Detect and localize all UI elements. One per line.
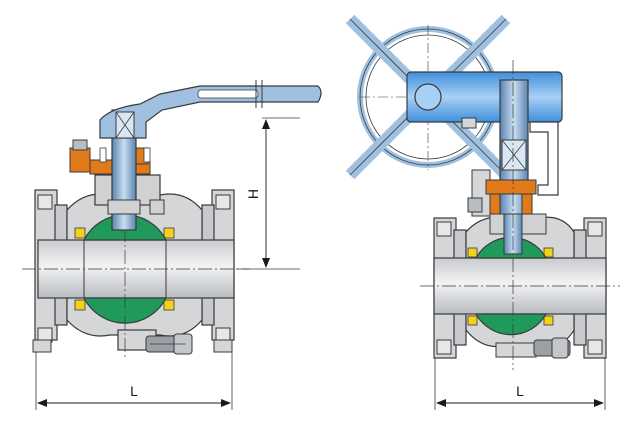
left-valve-seat xyxy=(74,227,86,239)
left-height-dimension: H xyxy=(236,117,300,270)
right-valve: L xyxy=(345,14,620,410)
right-length-dimension: L xyxy=(434,358,606,410)
left-valve-gland xyxy=(69,139,151,175)
left-valve-lever-handle xyxy=(99,80,322,139)
left-valve-bottom-bolt xyxy=(145,333,193,355)
left-length-dimension: L xyxy=(35,352,233,410)
length-label-left: L xyxy=(130,383,138,399)
length-label-right: L xyxy=(516,383,524,399)
left-valve: H L xyxy=(22,80,322,410)
right-valve-bottom-bolt xyxy=(495,337,571,359)
right-valve-gland xyxy=(467,169,537,217)
height-label: H xyxy=(245,189,261,199)
